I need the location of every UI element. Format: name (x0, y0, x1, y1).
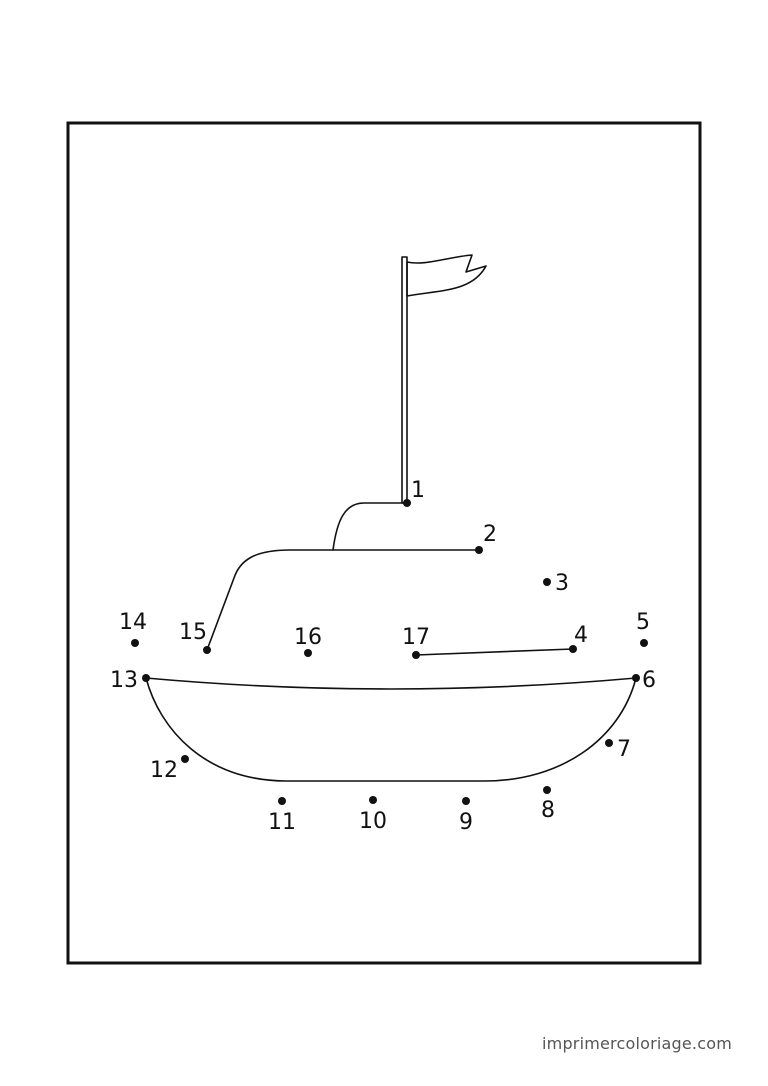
dot-marker (632, 674, 640, 682)
dot-3: 3 (543, 571, 569, 596)
dot-7: 7 (605, 737, 631, 762)
dot-4: 4 (569, 623, 588, 653)
cabin-top-line (332, 502, 408, 551)
flag (406, 254, 487, 297)
dot-label: 9 (459, 810, 473, 835)
dot-label: 7 (617, 737, 631, 762)
dot-label: 2 (483, 522, 497, 547)
dot-9: 9 (459, 797, 473, 835)
dot-label: 14 (119, 610, 147, 635)
dot-label: 4 (574, 623, 588, 648)
dot-1: 1 (403, 478, 425, 507)
dot-2: 2 (475, 522, 497, 554)
dot-label: 17 (402, 625, 430, 650)
dot-marker (462, 797, 470, 805)
dot-marker (403, 499, 411, 507)
dot-marker (543, 786, 551, 794)
hull-line (145, 677, 637, 782)
dot-5: 5 (636, 610, 650, 647)
dot-marker (475, 546, 483, 554)
dot-marker (181, 755, 189, 763)
dot-label: 5 (636, 610, 650, 635)
dot-label: 1 (411, 478, 425, 503)
dot-12: 12 (150, 755, 189, 783)
deck-stub-line (415, 648, 574, 656)
dot-marker (605, 739, 613, 747)
dot-15: 15 (179, 620, 211, 654)
dot-10: 10 (359, 796, 387, 834)
dot-marker (369, 796, 377, 804)
dot-16: 16 (294, 625, 322, 657)
boat-outline (145, 254, 637, 782)
dot-marker (131, 639, 139, 647)
dot-8: 8 (541, 786, 555, 823)
cabin-roof-line (206, 549, 480, 651)
dot-label: 12 (150, 758, 178, 783)
dot-label: 16 (294, 625, 322, 650)
dot-label: 13 (110, 668, 138, 693)
dot-label: 10 (359, 809, 387, 834)
dot-marker (640, 639, 648, 647)
dot-marker (543, 578, 551, 586)
deck-line (145, 677, 637, 690)
dot-label: 6 (642, 668, 656, 693)
dot-marker (412, 651, 420, 659)
dot-label: 15 (179, 620, 207, 645)
dot-marker (304, 649, 312, 657)
site-watermark: imprimercoloriage.com (542, 1034, 732, 1053)
dot-14: 14 (119, 610, 147, 647)
dot-label: 3 (555, 571, 569, 596)
dot-marker (569, 645, 577, 653)
page-border (66, 121, 702, 965)
dot-label: 8 (541, 798, 555, 823)
dot-13: 13 (110, 668, 150, 693)
dot-17: 17 (402, 625, 430, 659)
dot-6: 6 (632, 668, 656, 693)
dot-marker (278, 797, 286, 805)
dot-marker (203, 646, 211, 654)
dot-label: 11 (268, 810, 296, 835)
dot-11: 11 (268, 797, 296, 835)
dot-marker (142, 674, 150, 682)
